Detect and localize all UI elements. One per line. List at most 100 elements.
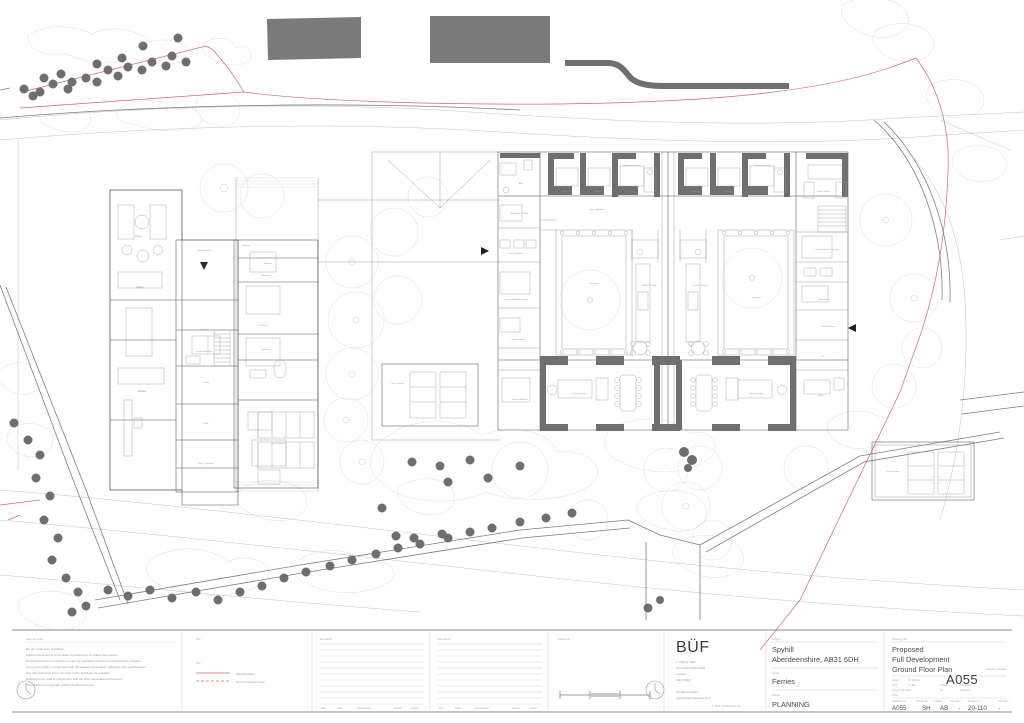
rev-header-desc-r: Description: [475, 706, 490, 710]
room-label-kitchen-w: Kitchen / Dining: [642, 284, 657, 287]
project-label: Project: [772, 637, 781, 641]
practice-email: info@buf.studio: [676, 690, 698, 694]
room-label-storage-w: Storage: [200, 328, 208, 331]
bottom-value-rev2: -: [998, 705, 1000, 712]
bottom-header-3: Revision: [950, 699, 961, 703]
revision-table-right: Revisions Rev Date Description Drawn Che…: [438, 637, 542, 710]
vegetation-canopies: [0, 0, 1008, 631]
existing-building-2: [430, 16, 550, 63]
site-boundary-line: [0, 45, 949, 651]
room-label-unit3-entrance: Unit 3 Entrance: [822, 325, 837, 328]
scalebar-label: Scale bar: [558, 637, 570, 641]
room-label-shower: Shower Room: [511, 338, 524, 341]
bottom-header-2: Check: [934, 699, 942, 703]
planting-bed-hatch: [236, 177, 318, 492]
drawing-line-2: Full Development: [892, 655, 950, 664]
rev-header-rev-r: Rev: [439, 706, 445, 710]
bedroom-furniture-north: [499, 159, 847, 403]
room-label-living-e: Living / Dining: [749, 393, 763, 395]
room-label-wc: WC: [821, 356, 825, 358]
room-label-bed-ensuite-2: Bedroom / Ensuite: [753, 164, 771, 167]
bottom-value-check: AB: [940, 705, 948, 712]
room-label-utility: Utility: [203, 422, 209, 425]
meta-drawn-label: Drawn: [940, 683, 948, 687]
bottom-header-1: Drawn by: [916, 699, 928, 703]
sheet-number-value: A055: [946, 672, 978, 687]
rev-header-check-l: Check: [411, 706, 419, 710]
unit3-garage: Unit 3 Garage: [871, 441, 975, 501]
room-label-bed-w2: Bedroom: [262, 274, 271, 277]
room-label-bed-1: Bedroom: [562, 190, 571, 193]
bottom-header-5: Revision: [998, 699, 1009, 703]
room-label-bath: Bath: [519, 182, 524, 185]
room-label-family-bath: Family Bathroom: [196, 350, 212, 353]
room-label-bed-w1: Bedroom: [264, 262, 273, 265]
meta-checked-label: Checked: [960, 683, 971, 687]
room-label-unit1-garage: Unit 1 Garage: [392, 382, 406, 385]
bottom-value-drawn: SH: [922, 705, 931, 712]
bottom-header-4: Project no.: [968, 699, 982, 703]
meta-scale-label: Scale: [892, 678, 899, 682]
meta-size-value: A1: [940, 688, 944, 692]
room-label-unit2-entrance: Unit 2 Entrance: [197, 249, 212, 252]
room-label-bootroom-e: Boot Room: [819, 298, 830, 301]
existing-wall-road: [565, 60, 789, 89]
room-label-bed-w3: Bedroom: [260, 324, 269, 327]
client-label: Client: [772, 671, 779, 675]
practice-address-3: London: [676, 672, 687, 676]
unit1-garage: Unit 1 Garage: [381, 363, 479, 427]
practice-address-2: Greenwich Peninsula: [676, 666, 706, 670]
revision-label-right: Revisions: [438, 637, 451, 641]
meta-projectno-label: Project Number: [892, 688, 911, 692]
practice-address-4: SE10 9EQ: [676, 678, 691, 682]
bottom-header-0: Drawing no.: [892, 699, 907, 703]
room-label-kitchen-e: Kitchen / Dining: [693, 284, 708, 287]
note-line-3: All dimensions to be checked on site by …: [26, 659, 142, 663]
courtyard-east: [717, 229, 795, 356]
note-line-7: This drawing is copyright of BÜF Archite…: [26, 683, 94, 687]
room-label-courtyard-e: Courtyard: [751, 296, 761, 299]
room-label-snug: Snug / Bedroom: [589, 208, 604, 211]
entrance-arrow-unit2: [200, 262, 208, 270]
meta-date-value: 10.01.24: [908, 678, 919, 682]
room-label-living: Living: [135, 235, 142, 238]
note-line-6: Drawing to be read in conjunction with a…: [26, 677, 123, 681]
room-label-dining: Dining: [136, 286, 144, 289]
landscape-layer: [0, 0, 1024, 651]
bottom-value-drawing-no: A055: [892, 705, 907, 712]
courtyard-west: [555, 229, 633, 356]
rev-header-drawn-l: Drawn: [394, 706, 402, 710]
status-label: Status: [772, 693, 781, 697]
meta-scale-value: 1:200: [908, 683, 915, 687]
note-line-2: Figured dimensions to be taken in prefer…: [26, 653, 119, 657]
west-building: Living Dining Kitchen Storage Family Bat…: [109, 189, 319, 506]
room-label-bath-e: Bath: [819, 394, 824, 397]
rev-header-drawn-r: Drawn: [512, 706, 520, 710]
masonry-piers-south: [540, 356, 796, 431]
internal-partitions: [498, 152, 848, 430]
room-label-theatre: Theatre Room: [816, 190, 830, 193]
note-line-5: Any discrepancies to be reported to the …: [26, 671, 111, 675]
room-label-storage-w2: Storage: [242, 244, 250, 247]
entrance-arrow-unit3: [848, 324, 856, 332]
living-dining-furniture: [546, 374, 788, 412]
project-name: Spyhill: [772, 645, 794, 654]
courtyard-buildings: Bath Boot Room / Utility Unit 1 Entrance…: [481, 151, 856, 431]
key-section-label: Key: [196, 637, 201, 641]
room-label-courtyard-w: Courtyard: [589, 282, 599, 285]
status-value: PLANNING: [772, 700, 810, 709]
key-item-boundary: Site Boundary: [236, 672, 256, 676]
room-label-guest-bed-e: Guest Bedroom / Ensuite: [815, 248, 839, 251]
copyright-note: © BÜF Architecture Ltd: [712, 704, 741, 708]
drawing-label: Drawing title: [892, 637, 908, 641]
contour-lines: [0, 105, 1024, 617]
rev-header-check-r: Check: [529, 706, 537, 710]
project-address: Aberdeenshire, AB31 6DH: [772, 655, 859, 664]
room-label-living-w: Living / Dining: [572, 393, 586, 395]
room-label-bootroom: Boot Room / Utility: [510, 212, 528, 215]
room-label-pantry: Pantry: [203, 381, 210, 384]
client-name: Ferries: [772, 677, 795, 686]
